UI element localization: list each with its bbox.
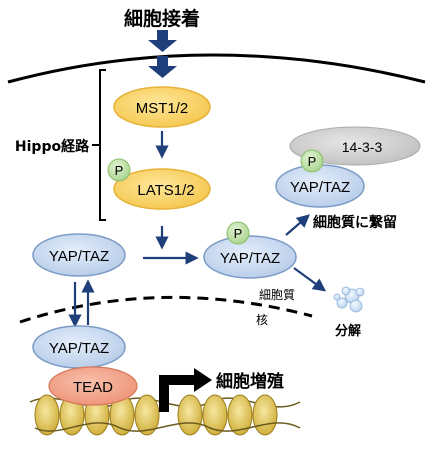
lats-phospho-label: P bbox=[115, 163, 124, 178]
nucleus-label: 核 bbox=[256, 313, 268, 327]
mst-node bbox=[113, 86, 211, 128]
transcription-arrowhead bbox=[194, 368, 212, 392]
membrane-signal-arrow bbox=[148, 56, 177, 78]
nuclear-membrane bbox=[19, 295, 313, 324]
lats-phospho-badge bbox=[107, 158, 131, 182]
tead-node bbox=[48, 366, 138, 406]
yap-phospho-badge bbox=[226, 221, 250, 245]
yap-bound-phospho-label: P bbox=[308, 154, 317, 169]
degradation-label: 分解 bbox=[335, 323, 361, 339]
tead-label: TEAD bbox=[73, 379, 113, 396]
cytoplasm-label: 細胞質 bbox=[259, 287, 295, 302]
title-cell-adhesion: 細胞接着 bbox=[124, 7, 200, 30]
protein-14-3-3-node bbox=[289, 126, 421, 166]
top-input-arrow bbox=[148, 30, 177, 52]
transcription-start-arrow bbox=[159, 375, 196, 412]
yap-phospho-node bbox=[203, 235, 297, 279]
degradation-bubbles bbox=[333, 286, 365, 313]
protein-14-3-3-label: 14-3-3 bbox=[342, 139, 383, 155]
lats-node bbox=[113, 168, 211, 210]
yap-cytoplasm-label: YAP/TAZ bbox=[49, 248, 109, 265]
yap-bound-phospho-badge bbox=[300, 149, 324, 173]
yap-phospho-label: YAP/TAZ bbox=[220, 250, 280, 267]
mst-label: MST1/2 bbox=[136, 100, 189, 117]
retention-arrow bbox=[285, 214, 310, 236]
degradation-arrow bbox=[293, 267, 327, 292]
hippo-pathway-label: Hippo経路 bbox=[15, 138, 90, 155]
proliferation-label: 細胞増殖 bbox=[216, 371, 284, 392]
hippo-bracket bbox=[99, 69, 106, 221]
cell-membrane bbox=[7, 53, 426, 84]
yap-nucleus-label: YAP/TAZ bbox=[49, 340, 109, 357]
yap-cytoplasm-node bbox=[32, 233, 126, 277]
yap-phospho-badge-label: P bbox=[234, 226, 243, 241]
lats-label: LATS1/2 bbox=[137, 182, 194, 199]
retention-label: 細胞質に繋留 bbox=[313, 214, 397, 231]
yap-bound-label: YAP/TAZ bbox=[290, 179, 350, 196]
